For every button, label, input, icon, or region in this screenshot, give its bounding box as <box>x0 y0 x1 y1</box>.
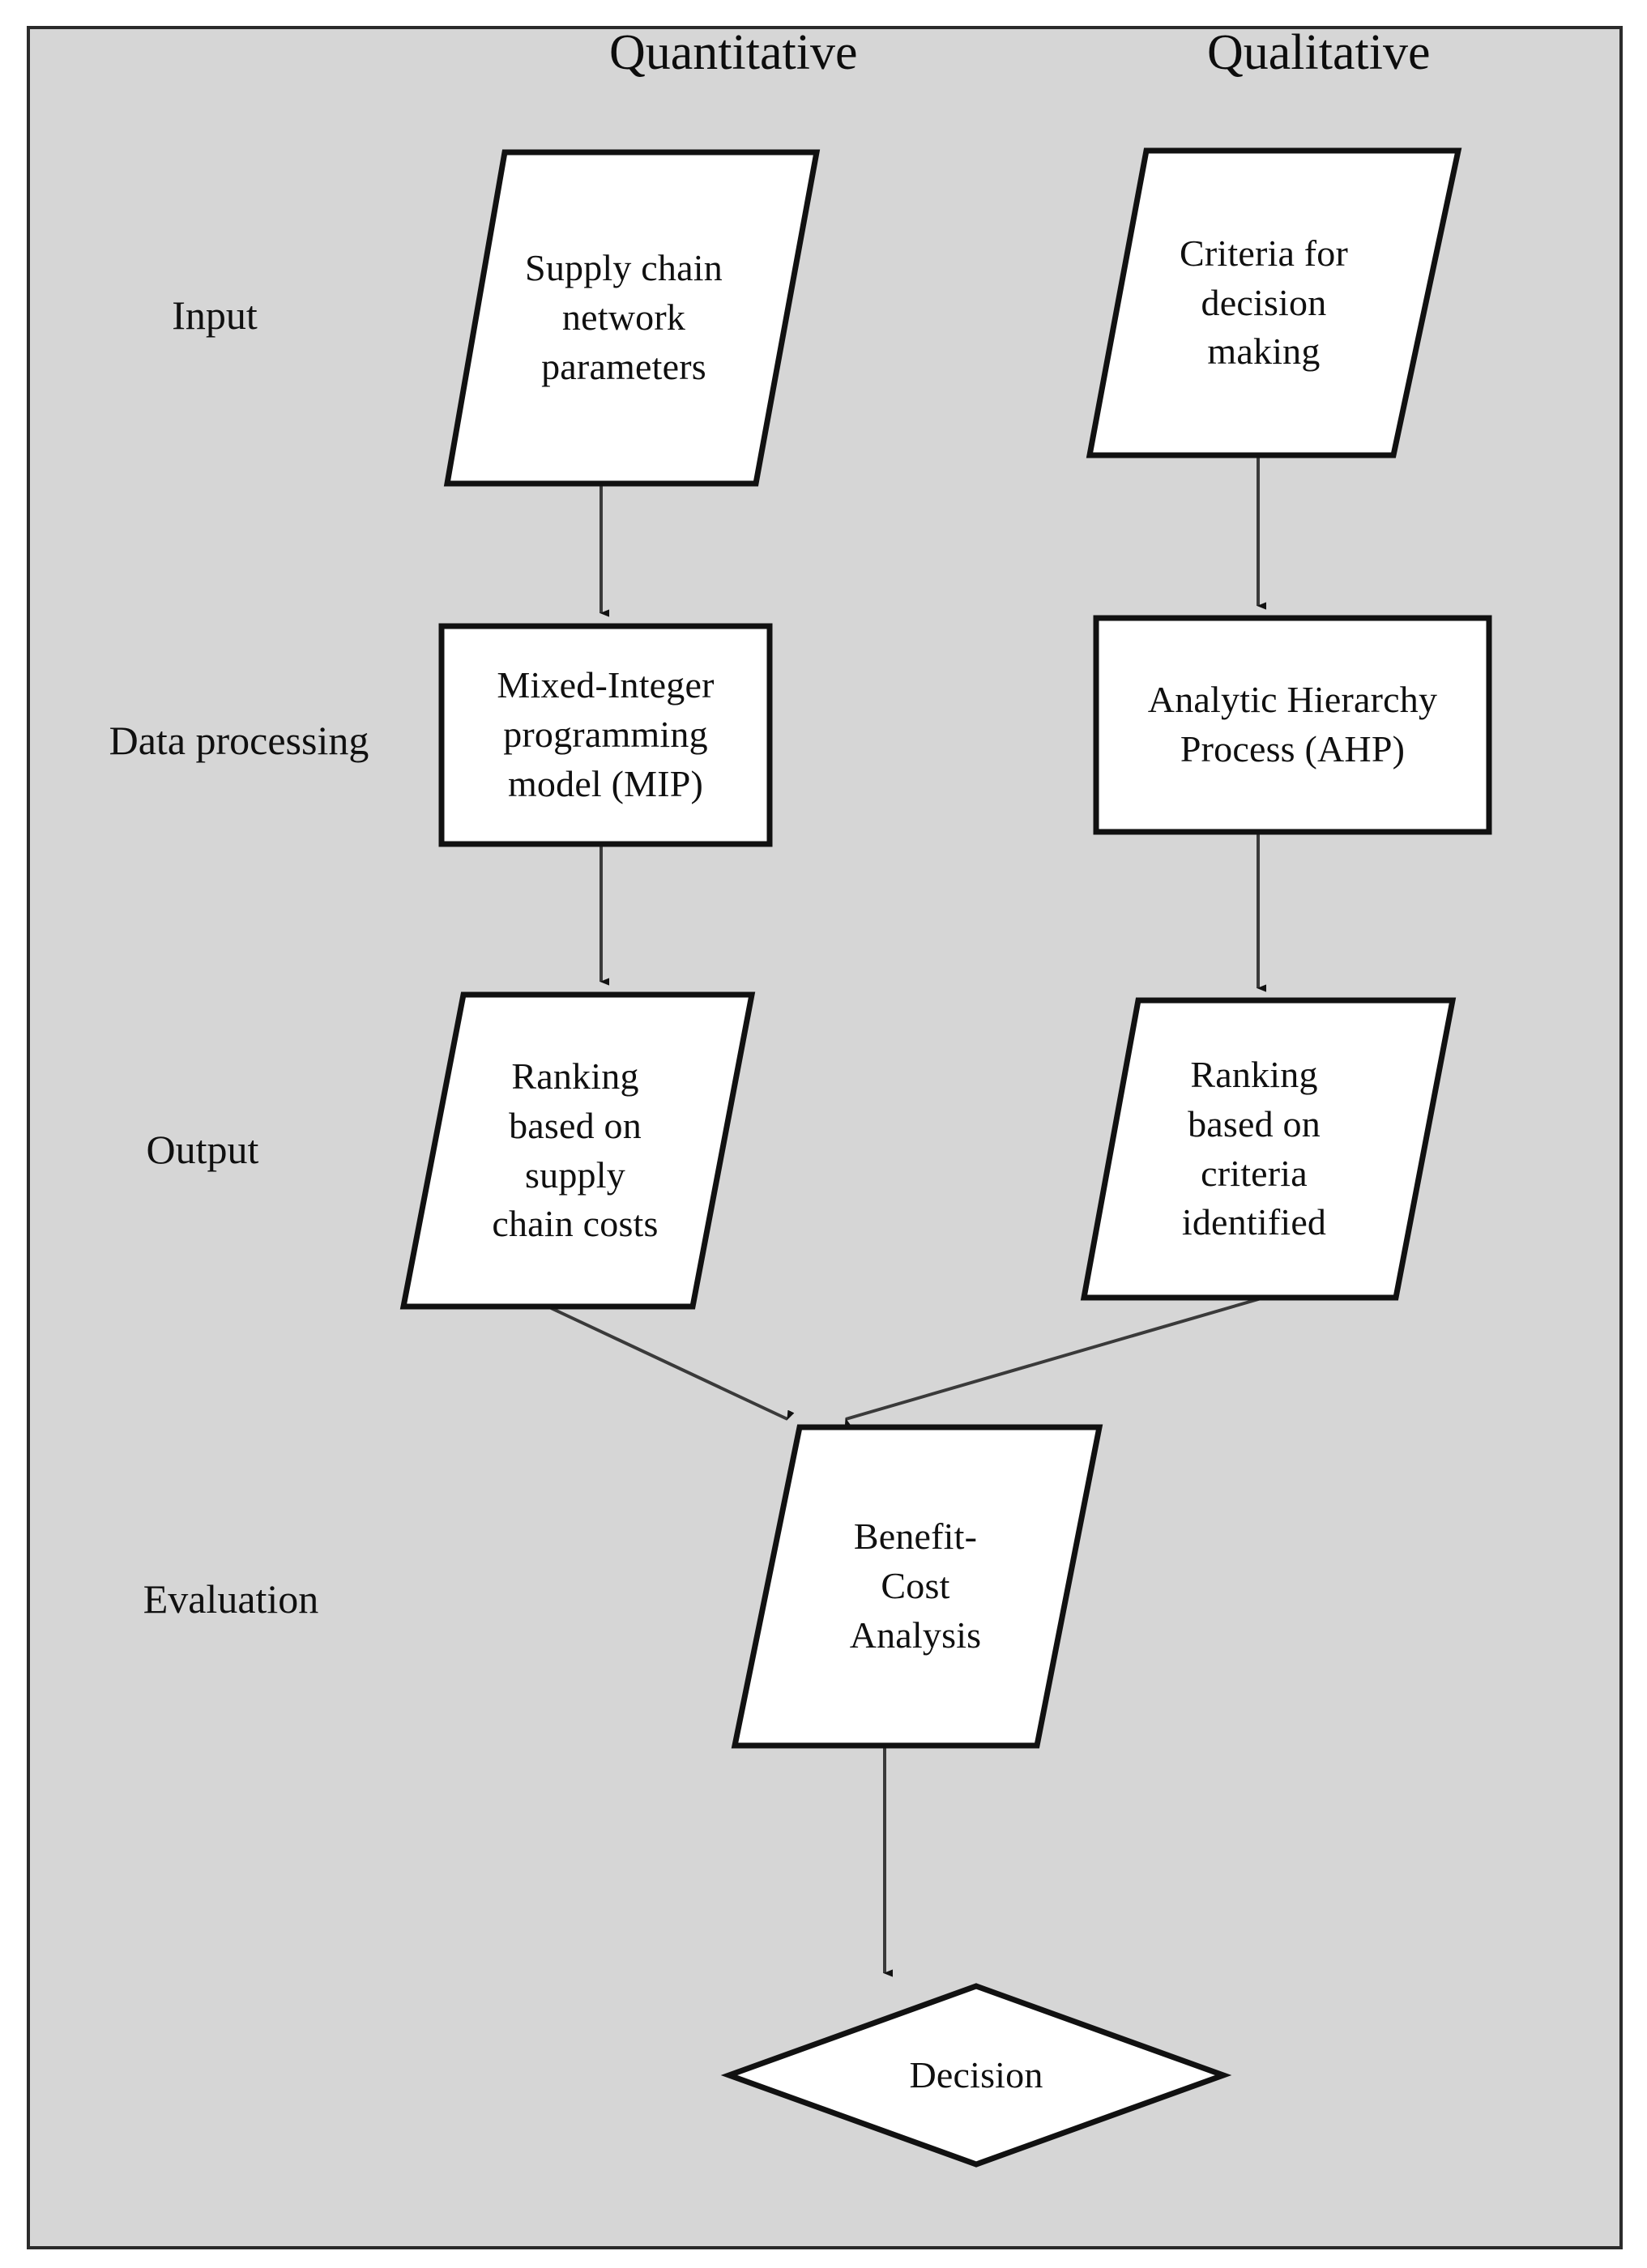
node-label-ranking-criteria-identified: Ranking based on criteria identified <box>1092 1000 1416 1298</box>
node-line: parameters <box>541 345 706 387</box>
node-line: Ranking <box>1190 1054 1318 1096</box>
node-line: model (MIP) <box>507 762 704 804</box>
node-label-benefit-cost-analysis: Benefit- Cost Analysis <box>757 1427 1073 1746</box>
node-line: Process (AHP) <box>1180 728 1406 770</box>
node-line: Benefit- <box>853 1516 978 1558</box>
node-line: Cost <box>881 1565 950 1607</box>
node-line: chain costs <box>492 1203 659 1245</box>
node-label-ranking-supply-chain-costs: Ranking based on supply chain costs <box>413 995 737 1307</box>
node-line: making <box>1207 330 1321 373</box>
node-label-supply-chain-network-parameters: Supply chain network parameters <box>454 152 794 484</box>
node-line: network <box>561 296 686 339</box>
node-line: Ranking <box>511 1055 639 1098</box>
node-line: Mixed-Integer <box>497 664 715 706</box>
node-line: Criteria for <box>1179 232 1349 274</box>
node-line: criteria <box>1201 1152 1308 1194</box>
node-line: programming <box>503 714 708 756</box>
column-header-quantitative: Quantitative <box>609 25 858 80</box>
node-label-criteria-for-decision-making: Criteria for decision making <box>1098 151 1430 455</box>
stage-label-evaluation: Evaluation <box>143 1576 319 1622</box>
node-label-mixed-integer-programming-model: Mixed-Integer programming model (MIP) <box>442 626 770 844</box>
node-line: identified <box>1181 1201 1327 1243</box>
node-line: Analysis <box>849 1614 982 1656</box>
stage-label-data-processing: Data processing <box>109 718 369 763</box>
node-line: Supply chain <box>525 247 723 289</box>
node-label-decision: Decision <box>814 1986 1138 2164</box>
node-line: Analytic Hierarchy <box>1147 679 1438 721</box>
node-line: decision <box>1201 281 1327 323</box>
column-header-qualitative: Qualitative <box>1207 25 1431 80</box>
stage-label-output: Output <box>146 1127 259 1172</box>
node-line: based on <box>1188 1102 1321 1145</box>
stage-label-input: Input <box>172 292 258 338</box>
node-line: based on <box>509 1104 642 1146</box>
node-line: Decision <box>909 2053 1043 2095</box>
node-line: supply <box>525 1153 625 1196</box>
node-label-analytic-hierarchy-process: Analytic Hierarchy Process (AHP) <box>1096 618 1489 832</box>
